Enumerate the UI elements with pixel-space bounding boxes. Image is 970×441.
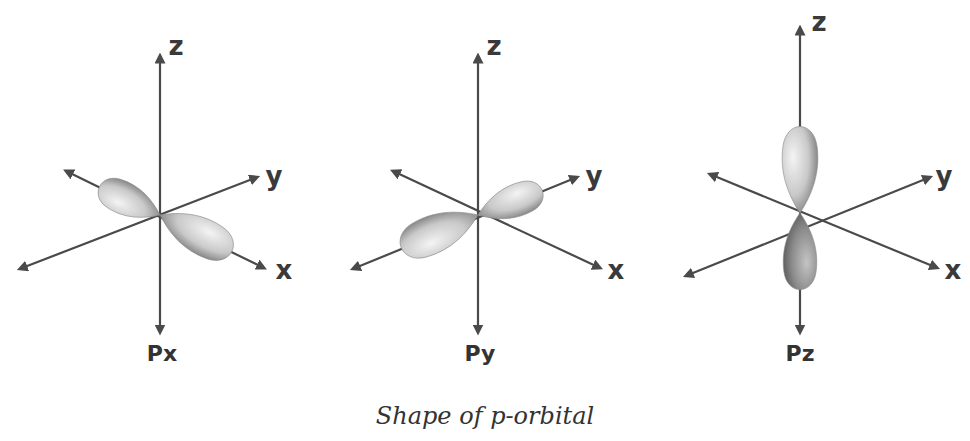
axis-label: z (486, 33, 501, 59)
orbital-name: Py (465, 343, 496, 365)
figure-caption: Shape of p-orbital (376, 404, 594, 428)
orbital-panel (688, 30, 935, 330)
axis-label: z (811, 9, 826, 35)
axis-line (477, 58, 479, 330)
axis-label: y (586, 163, 603, 189)
axis-label: x (608, 257, 625, 283)
axis-line (159, 58, 161, 330)
orbital-lobe (472, 175, 548, 230)
axis-label: x (276, 257, 293, 283)
orbital-name: Pz (786, 343, 815, 365)
orbital-lobe (152, 199, 240, 268)
orbital-lobe (782, 127, 818, 213)
axis-label: y (266, 163, 283, 189)
orbital-lobe (394, 198, 486, 266)
orbital-name: Px (147, 343, 177, 365)
orbital-lobe (783, 213, 817, 290)
axis-label: z (168, 33, 183, 59)
orbital-panel (22, 58, 262, 330)
orbital-lobe (93, 172, 167, 230)
axis-label: x (945, 257, 962, 283)
orbital-panel (355, 58, 598, 330)
axis-label: y (936, 163, 953, 189)
